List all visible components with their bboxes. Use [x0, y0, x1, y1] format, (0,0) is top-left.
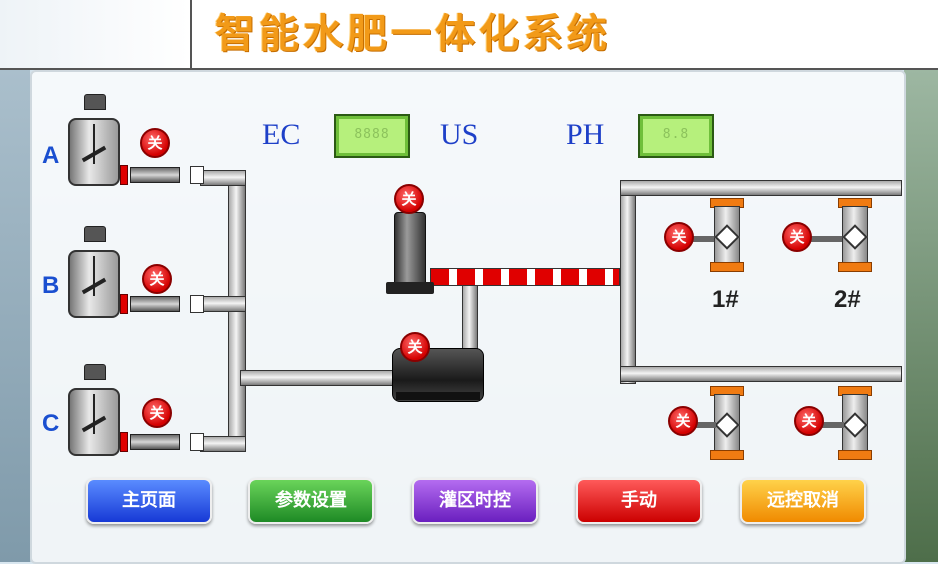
parameter-settings-button[interactable]: 参数设置	[248, 478, 374, 524]
field-pipe-top	[620, 180, 902, 196]
zone-1-label: 1#	[712, 286, 739, 313]
zone-2-valve-status[interactable]: 关	[782, 222, 812, 252]
tank-b-outlet-pipe	[200, 296, 246, 312]
field-pipe-bottom	[620, 366, 902, 382]
tank-a-valve-status[interactable]: 关	[140, 128, 170, 158]
zone-3-actuator-arm	[686, 422, 716, 428]
zone-1-actuator-arm	[684, 236, 714, 242]
ec-unit: US	[440, 118, 479, 151]
tank-a-valve[interactable]	[130, 167, 180, 183]
pump-feed-pipe	[240, 370, 400, 386]
tank-a-label: A	[42, 142, 60, 169]
tank-b-label: B	[42, 272, 60, 299]
remote-cancel-button[interactable]: 远控取消	[740, 478, 866, 524]
tank-a-valve-flange	[120, 165, 128, 185]
ec-label: EC	[262, 118, 301, 151]
vertical-pump-base	[386, 282, 434, 294]
main-pump-status[interactable]: 关	[400, 332, 430, 362]
tank-c-mixer-shaft	[93, 394, 95, 434]
zone-3-cap-bottom	[710, 450, 744, 460]
zone-1-valve-status[interactable]: 关	[664, 222, 694, 252]
background-left	[0, 70, 30, 562]
tank-a-outlet-pipe	[200, 170, 246, 186]
zone-4-valve-status[interactable]: 关	[794, 406, 824, 436]
tank-b-valve-flange	[120, 294, 128, 314]
tank-b-motor	[84, 226, 106, 242]
zone-3-valve-status[interactable]: 关	[668, 406, 698, 436]
ec-display: 8888	[334, 114, 410, 158]
vertical-pump-status[interactable]: 关	[394, 184, 424, 214]
ph-label: PH	[566, 118, 605, 151]
tank-b-valve-status[interactable]: 关	[142, 264, 172, 294]
tank-b-mixer-shaft	[93, 256, 95, 296]
zone-timer-button[interactable]: 灌区时控	[412, 478, 538, 524]
tank-b-valve[interactable]	[130, 296, 180, 312]
ph-display: 8.8	[638, 114, 714, 158]
zone-1-cap-bottom	[710, 262, 744, 272]
home-page-button[interactable]: 主页面	[86, 478, 212, 524]
tank-c-motor	[84, 364, 106, 380]
zone-4-actuator-arm	[814, 422, 844, 428]
tank-c-coupling	[190, 433, 204, 451]
tank-a-mixer-shaft	[93, 124, 95, 164]
tank-c-label: C	[42, 410, 60, 437]
header-left-panel	[0, 0, 192, 68]
ec-value: 8888	[339, 119, 405, 153]
zone-2-cap-bottom	[838, 262, 872, 272]
tank-c-valve[interactable]	[130, 434, 180, 450]
tank-a-coupling	[190, 166, 204, 184]
zone-2-actuator-arm	[810, 236, 842, 242]
vertical-pump[interactable]	[394, 212, 426, 290]
riser-pipe	[462, 284, 478, 350]
manual-button[interactable]: 手动	[576, 478, 702, 524]
tank-c-valve-status[interactable]: 关	[142, 398, 172, 428]
background-right	[904, 70, 938, 562]
field-pipe-vertical	[620, 180, 636, 384]
page-title: 智能水肥一体化系统	[215, 11, 611, 57]
tank-c-valve-flange	[120, 432, 128, 452]
main-pump-base	[396, 392, 480, 400]
tank-a-motor	[84, 94, 106, 110]
tank-c-outlet-pipe	[200, 436, 246, 452]
tank-b-coupling	[190, 295, 204, 313]
main-supply-line	[430, 268, 620, 286]
zone-2-label: 2#	[834, 286, 861, 313]
zone-4-cap-bottom	[838, 450, 872, 460]
ph-value: 8.8	[643, 119, 709, 153]
